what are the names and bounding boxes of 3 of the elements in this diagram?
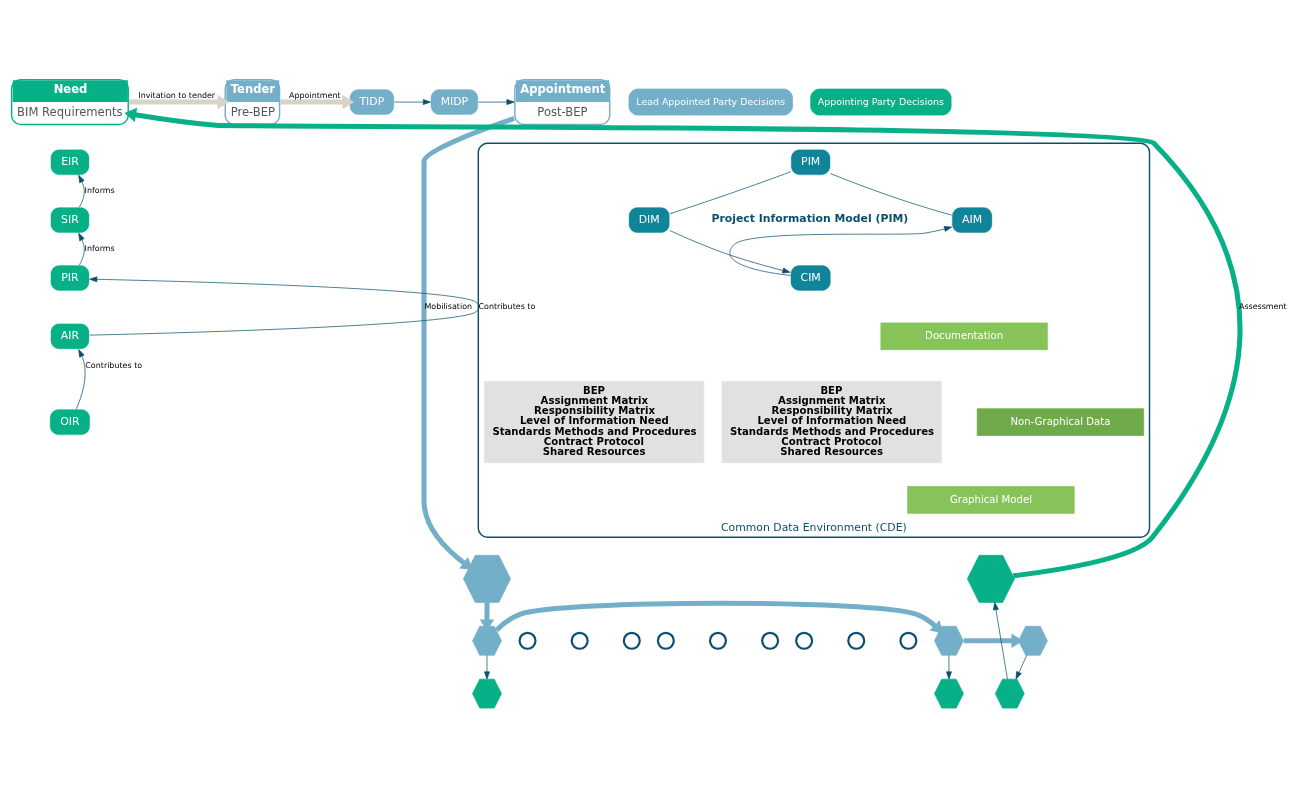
label: Project Information Model (PIM) (711, 211, 909, 225)
legend-label: Appointing Party Decisions (817, 95, 944, 107)
legend-label: Lead Appointed Party Decisions (636, 95, 786, 107)
